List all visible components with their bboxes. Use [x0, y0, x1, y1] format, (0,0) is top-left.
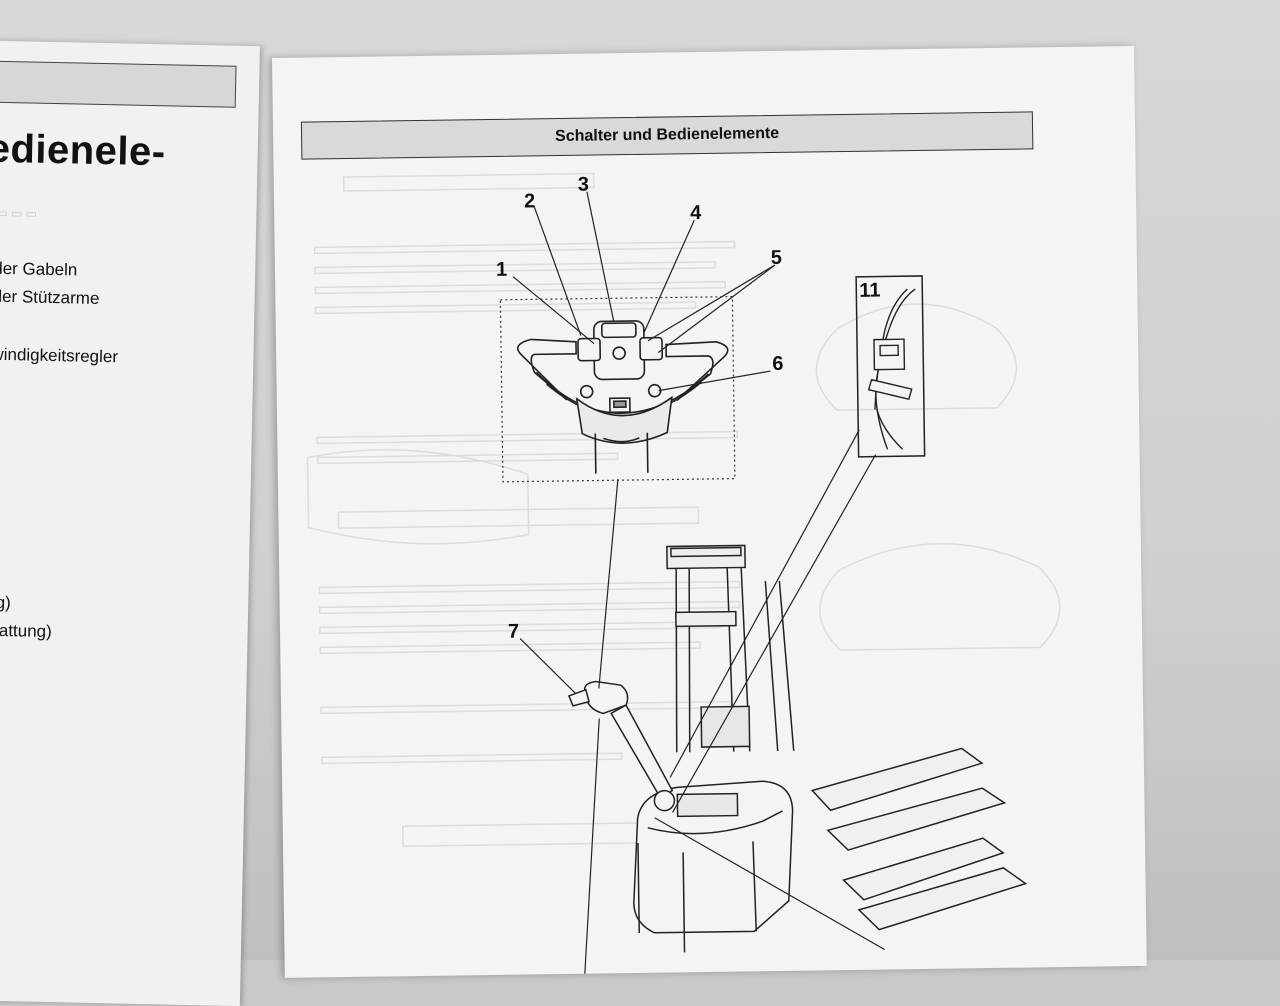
- callout-7: 7: [507, 620, 520, 643]
- callout-3: 3: [577, 173, 590, 196]
- right-page: Schalter und Bedienelemente: [272, 45, 1147, 978]
- left-line-3: windigkeitsregler: [0, 344, 119, 367]
- callout-4: 4: [690, 202, 702, 225]
- callout-1: 1: [495, 258, 508, 281]
- left-page: edienele- ▭ ▭ ▭ der Gabeln der Stützarme…: [0, 40, 260, 1006]
- callout-6: 6: [772, 352, 784, 376]
- inset-11-drawing: [867, 288, 916, 450]
- bleed-through-shapes: [306, 172, 1061, 848]
- left-line-4: ng): [0, 592, 12, 613]
- left-line-5: stattung): [0, 620, 52, 642]
- detail-frame: [499, 295, 736, 483]
- inset-box-11: [855, 275, 926, 458]
- tiller-head-detail: [516, 320, 729, 474]
- left-page-heading: edienele-: [0, 126, 167, 175]
- left-line-2: der Stützarme: [0, 286, 100, 308]
- callout-11: 11: [859, 279, 881, 302]
- pallet-stacker-truck: [567, 544, 1028, 953]
- left-line-1: der Gabeln: [0, 258, 78, 280]
- callout-5: 5: [770, 246, 783, 270]
- leader-lines: [512, 191, 885, 974]
- callout-2: 2: [523, 190, 536, 213]
- pallet-stacker-diagram: [499, 191, 1028, 974]
- left-page-header-bar: [0, 59, 237, 108]
- left-bleed-text: ▭ ▭ ▭: [0, 205, 38, 221]
